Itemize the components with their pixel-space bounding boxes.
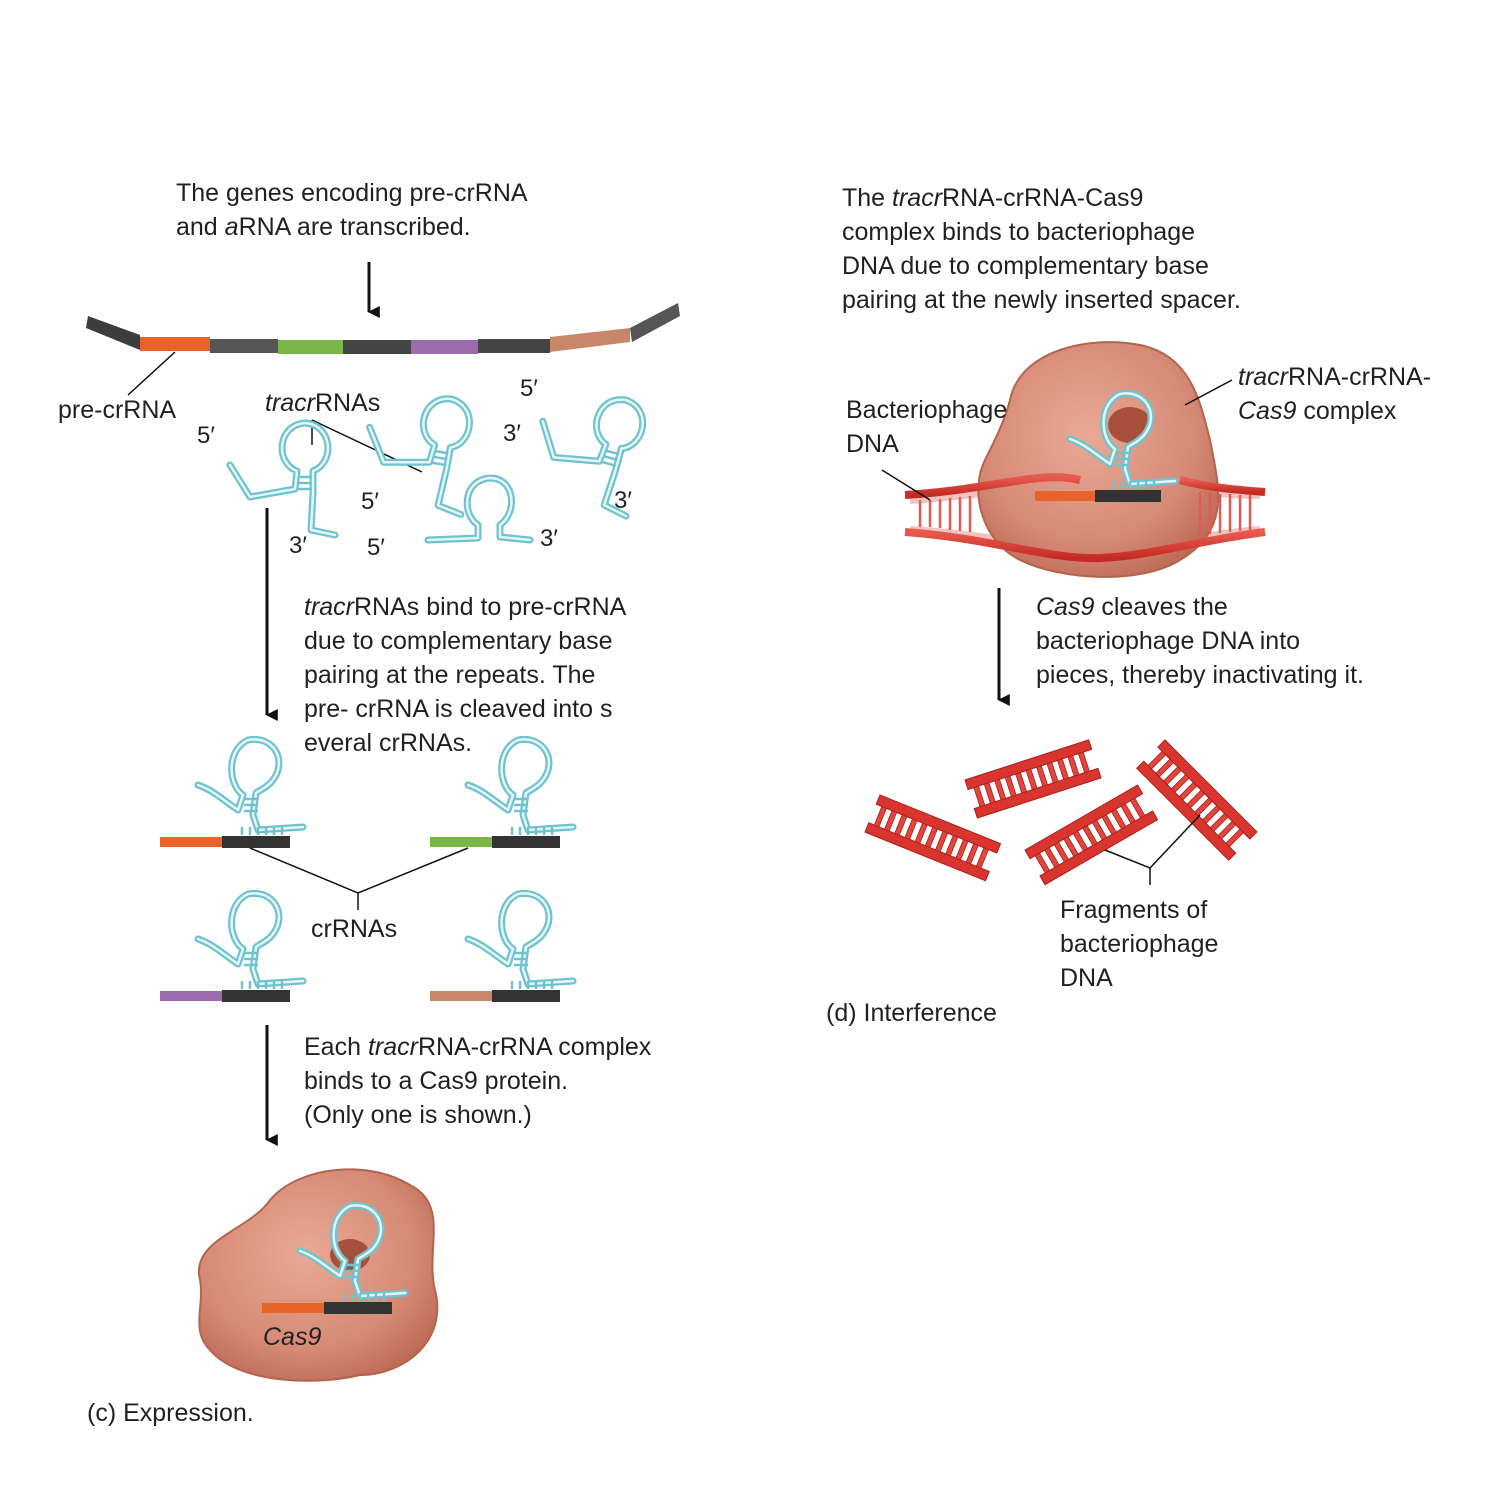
dna-fragment — [964, 739, 1102, 819]
prime-5: 5′ — [197, 422, 215, 449]
bacteriophage-dna-front — [904, 473, 1266, 563]
expression-step3-text: Each tracrRNA-crRNA complex binds to a C… — [304, 1033, 652, 1129]
caption-interference: (d) Interference — [826, 999, 997, 1027]
label-cas9: Cas9 — [263, 1323, 322, 1351]
crrna-in-complex — [1035, 393, 1175, 502]
dna-fragment — [1136, 739, 1258, 861]
caption-expression: (c) Expression. — [87, 1399, 254, 1427]
free-tracrrna — [424, 474, 534, 544]
label-cas9-complex: tracrRNA-crRNA- Cas9 complex — [1238, 363, 1432, 425]
free-tracrrna — [525, 381, 655, 516]
prime-3: 3′ — [540, 525, 558, 552]
cas9-protein — [197, 1168, 439, 1382]
label-tracrrnas: tracrRNAs — [265, 389, 381, 417]
crrna-complex-purple — [160, 893, 303, 1002]
free-tracrrna — [230, 423, 335, 535]
pre-crrna-transcript — [86, 303, 680, 354]
expression-step1-line1: The genes encoding pre-crRNA — [176, 179, 528, 207]
interference-step2-text: Cas9 cleaves the bacteriophage DNA into … — [1036, 593, 1364, 689]
label-bacteriophage-dna: Bacteriophage DNA — [846, 396, 1008, 458]
prime-5: 5′ — [367, 534, 385, 561]
prime-3: 3′ — [614, 487, 632, 514]
prime-3: 3′ — [289, 532, 307, 559]
dna-fragment — [1024, 784, 1159, 886]
expression-step1-text: The genes encoding pre-crRNA and aRNA ar… — [176, 176, 528, 244]
crrna-complex-green — [430, 739, 573, 848]
expression-step2-text: tracrRNAs bind to pre-crRNA due to compl… — [304, 593, 627, 757]
prime-5: 5′ — [361, 488, 379, 515]
label-crrnas: crRNAs — [311, 915, 398, 943]
prime-3: 3′ — [503, 420, 521, 447]
interference-step1-text: The tracrRNA-crRNA-Cas9 complex binds to… — [842, 184, 1241, 314]
prime-5: 5′ — [520, 375, 538, 402]
crrna-complex-orange — [160, 739, 303, 848]
crrna-complex-tan — [430, 893, 573, 1002]
label-pre-crrna: pre-crRNA — [58, 396, 177, 424]
label-fragments: Fragments of bacteriophage DNA — [1060, 896, 1219, 992]
